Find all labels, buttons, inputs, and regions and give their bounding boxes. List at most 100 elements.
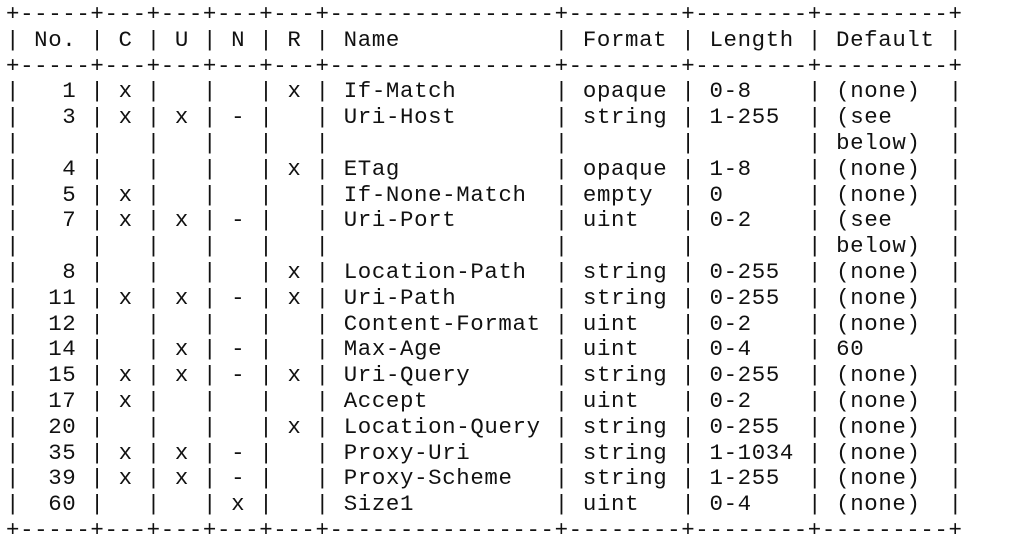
cell-u: x	[174, 104, 189, 131]
cell-n: -	[231, 336, 246, 363]
options-table: +-----+---+---+---+---+----------------+…	[6, 1, 963, 543]
cell-n: -	[231, 362, 246, 389]
header-no: No.	[34, 26, 77, 53]
cell-n: -	[231, 284, 246, 311]
cell-name: Uri-Query	[343, 362, 471, 389]
cell-format: uint	[582, 336, 640, 363]
cell-r: x	[287, 258, 302, 285]
cell-format: uint	[582, 310, 640, 337]
cell-default: (none)	[836, 439, 921, 466]
cell-length: 1-255	[709, 104, 780, 131]
table-row: | 12 | | | | | Content-Format | uint | 0…	[6, 310, 963, 337]
cell-default: (see	[836, 104, 893, 131]
table-border-header: +-----+---+---+---+---+----------------+…	[6, 52, 963, 79]
table-body: | 1 | x | | | x | If-Match | opaque | 0-…	[6, 78, 963, 517]
cell-name: ETag	[343, 155, 400, 182]
cell-no: 17	[48, 387, 77, 414]
table-row: | 39 | x | x | - | | Proxy-Scheme | stri…	[6, 465, 963, 492]
cell-default: (none)	[836, 387, 921, 414]
cell-name: Uri-Port	[343, 207, 457, 234]
cell-r: x	[287, 362, 302, 389]
cell-length: 0	[709, 181, 724, 208]
cell-default: 60	[836, 336, 865, 363]
cell-name: Content-Format	[343, 310, 541, 337]
cell-no: 60	[48, 491, 77, 518]
cell-name: Location-Path	[343, 258, 527, 285]
cell-format: opaque	[582, 155, 668, 182]
cell-length: 0-2	[709, 207, 752, 234]
cell-n: -	[231, 104, 246, 131]
cell-format: uint	[582, 387, 640, 414]
cell-length: 0-4	[709, 336, 752, 363]
header-name: Name	[343, 26, 400, 53]
cell-length: 0-255	[709, 258, 780, 285]
table-row: | 5 | x | | | | If-None-Match | empty | …	[6, 181, 963, 208]
cell-format: opaque	[582, 78, 668, 105]
cell-name: Size1	[343, 491, 415, 518]
cell-format: string	[582, 258, 668, 285]
table-row: | 1 | x | | | x | If-Match | opaque | 0-…	[6, 78, 963, 105]
cell-format: empty	[582, 181, 654, 208]
cell-r: x	[287, 413, 302, 440]
cell-u: x	[174, 207, 189, 234]
cell-length: 0-2	[709, 310, 752, 337]
header-length: Length	[709, 26, 794, 53]
table-row: | 11 | x | x | - | x | Uri-Path | string…	[6, 284, 963, 311]
cell-name: Location-Query	[343, 413, 541, 440]
cell-r: x	[287, 284, 302, 311]
cell-u: x	[174, 362, 189, 389]
cell-format: string	[582, 104, 668, 131]
cell-no: 4	[62, 155, 77, 182]
cell-length: 0-255	[709, 413, 780, 440]
table-border-bottom: +-----+---+---+---+---+----------------+…	[6, 516, 963, 543]
cell-format: string	[582, 362, 668, 389]
cell-length: 1-8	[709, 155, 752, 182]
header-r: R	[287, 26, 302, 53]
cell-length: 0-255	[709, 284, 780, 311]
cell-c: x	[118, 78, 133, 105]
cell-c: x	[118, 362, 133, 389]
cell-no: 1	[62, 78, 77, 105]
cell-c: x	[118, 387, 133, 414]
cell-format: string	[582, 413, 668, 440]
cell-name: Max-Age	[343, 336, 443, 363]
cell-length: 0-4	[709, 491, 752, 518]
cell-c: x	[118, 465, 133, 492]
cell-no: 3	[62, 104, 77, 131]
cell-length: 1-1034	[709, 439, 794, 466]
cell-default: (see	[836, 207, 893, 234]
table-row: | 14 | | x | - | | Max-Age | uint | 0-4 …	[6, 336, 963, 363]
cell-u: x	[174, 465, 189, 492]
cell-default: (none)	[836, 155, 921, 182]
cell-default: (none)	[836, 78, 921, 105]
table-row: | 3 | x | x | - | | Uri-Host | string | …	[6, 104, 963, 131]
cell-default: (none)	[836, 284, 921, 311]
cell-name: Uri-Host	[343, 104, 457, 131]
cell-format: string	[582, 465, 668, 492]
cell-no: 15	[48, 362, 77, 389]
cell-default: (none)	[836, 362, 921, 389]
cell-format: uint	[582, 207, 640, 234]
header-default: Default	[836, 26, 935, 53]
cell-n: -	[231, 439, 246, 466]
cell-n: -	[231, 465, 246, 492]
table-row: | 8 | | | | x | Location-Path | string |…	[6, 258, 963, 285]
cell-no: 39	[48, 465, 77, 492]
cell-format: string	[582, 439, 668, 466]
cell-length: 0-2	[709, 387, 752, 414]
cell-u: x	[174, 284, 189, 311]
cell-default: (none)	[836, 258, 921, 285]
cell-no: 5	[62, 181, 77, 208]
cell-no: 20	[48, 413, 77, 440]
cell-name: Proxy-Scheme	[343, 465, 513, 492]
cell-name: Proxy-Uri	[343, 439, 471, 466]
cell-length: 0-255	[709, 362, 780, 389]
cell-name: If-Match	[343, 78, 457, 105]
cell-name: If-None-Match	[343, 181, 527, 208]
header-c: C	[118, 26, 133, 53]
table-row: | 4 | | | | x | ETag | opaque | 1-8 | (n…	[6, 155, 963, 182]
cell-r: x	[287, 155, 302, 182]
cell-c: x	[118, 104, 133, 131]
table-row: | 35 | x | x | - | | Proxy-Uri | string …	[6, 439, 963, 466]
table-row: | 20 | | | | x | Location-Query | string…	[6, 413, 963, 440]
